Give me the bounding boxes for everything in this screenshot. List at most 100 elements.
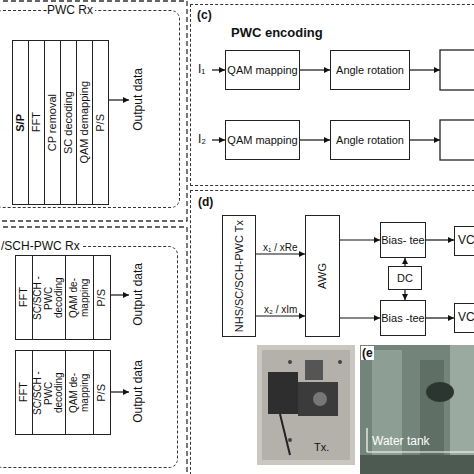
connector-line <box>300 139 330 140</box>
panel-frame <box>0 227 187 474</box>
connector-arrow <box>300 67 330 73</box>
connector-arrow <box>402 290 408 300</box>
process-cell: SC/SCH -PWC decoding <box>32 255 66 340</box>
box-label: QAM mapping <box>227 134 297 146</box>
vcsel-box: VC <box>454 303 474 333</box>
box-label: FFT <box>31 112 43 132</box>
arrow-head <box>448 315 454 321</box>
connector-arrow <box>300 137 330 143</box>
panel-label: (e <box>361 346 374 360</box>
box-label: QAM de-mapping <box>69 370 90 416</box>
connector-arrow <box>340 315 380 321</box>
connector-line <box>426 317 454 318</box>
group-heading: (d) <box>196 195 215 209</box>
bias-tee-box: Bias -tee <box>380 300 426 336</box>
process-cell: P/S <box>93 255 111 340</box>
connector-arrow <box>340 237 380 243</box>
box-label: FFT <box>18 287 30 307</box>
process-box: Angle rotation <box>330 50 410 90</box>
box-label: AWG <box>316 263 328 289</box>
receiver-group: -PWC RxS/PFFTCP removalSC decodingQAM de… <box>0 10 180 208</box>
vcsel-box: VC <box>454 226 474 256</box>
arrow-head <box>434 137 440 143</box>
box-label: QAM de-mapping <box>69 275 90 321</box>
photo-label: Tx. <box>314 441 329 453</box>
process-cell: FFT <box>28 40 45 205</box>
box-label: VC <box>458 311 474 324</box>
connector-line <box>300 69 330 70</box>
connector-line <box>340 317 380 318</box>
box-label: SC/SCH -PWC decoding <box>33 370 65 416</box>
process-cell: QAM demapping <box>76 40 93 205</box>
connector-line <box>256 253 305 254</box>
output-label: Output data <box>131 68 145 131</box>
process-cell: S/P <box>12 40 29 205</box>
arrow-head <box>123 389 129 395</box>
cropped-box <box>440 120 474 160</box>
process-cell: FFT <box>15 350 33 435</box>
arrow-head <box>299 251 305 257</box>
process-cell: QAM de-mapping <box>65 350 94 435</box>
arrow-head <box>299 313 305 319</box>
connector-line <box>404 258 405 266</box>
box-label: P/S <box>96 384 108 402</box>
signal-label: x₁ / xRe <box>263 242 298 253</box>
connector-line <box>426 239 454 240</box>
output-label: Output data <box>131 263 145 326</box>
connector-line <box>256 315 305 316</box>
box-label: FFT <box>18 382 30 402</box>
process-box: Angle rotation <box>330 120 410 160</box>
process-cell: QAM de-mapping <box>65 255 94 340</box>
panel-frame: (d) NHS/SC/SCH-PWC Tx AWG Bias- teeDC Bias -… <box>190 190 474 474</box>
box-label: P/S <box>95 114 107 132</box>
box-label: QAM mapping <box>227 64 297 76</box>
arrow-head <box>374 315 380 321</box>
cropped-box <box>440 50 474 90</box>
arrow-head <box>448 237 454 243</box>
water-tank-photo <box>360 345 474 474</box>
photo-label: Water tank <box>372 434 430 448</box>
box-label: VC <box>458 234 474 247</box>
arrow-head <box>123 292 129 298</box>
bias-tee-box: Bias- tee <box>380 222 426 258</box>
box-label: DC <box>397 272 413 284</box>
awg-box: AWG <box>305 215 340 337</box>
connector-line <box>340 239 380 240</box>
group-heading: /SCH-PWC Rx <box>0 239 82 253</box>
process-box: QAM mapping <box>225 50 300 90</box>
receiver-group: /SCH-PWC RxFFTSC/SCH -PWC decodingQAM de… <box>0 246 178 468</box>
panel-frame: (c)PWC encodingQAM mappingAngle rotation… <box>190 4 474 186</box>
panel-frame <box>0 1 187 221</box>
tx-photo <box>257 345 355 465</box>
arrow-head <box>374 237 380 243</box>
dc-box: DC <box>388 266 422 290</box>
box-label: SC decoding <box>63 91 75 154</box>
process-cell: CP removal <box>44 40 61 205</box>
group-heading: (c) <box>195 8 214 22</box>
connector-arrow <box>426 315 454 321</box>
box-label: SC/SCH -PWC decoding <box>33 275 65 321</box>
arrow-head <box>324 67 330 73</box>
process-cell: P/S <box>93 350 111 435</box>
group-heading: -PWC Rx <box>41 3 95 17</box>
input-label: I₂ <box>198 132 206 146</box>
arrow-head <box>402 258 408 264</box>
process-cell: SC decoding <box>60 40 77 205</box>
process-cell: SC/SCH -PWC decoding <box>32 350 66 435</box>
transmitter-box: NHS/SC/SCH-PWC Tx <box>222 215 256 337</box>
signal-label: x₂ / xIm <box>264 304 297 315</box>
group-heading: PWC encoding <box>229 25 325 40</box>
arrow-head <box>123 97 129 103</box>
connector-line <box>404 290 405 300</box>
box-label: Bias -tee <box>381 312 424 324</box>
box-label: Angle rotation <box>336 64 404 76</box>
box-label: NHS/SC/SCH-PWC Tx <box>233 220 245 332</box>
connector-arrow <box>402 258 408 266</box>
box-label: CP removal <box>47 94 59 151</box>
box-label: Angle rotation <box>336 134 404 146</box>
arrow-head <box>324 137 330 143</box>
connector-arrow <box>426 237 454 243</box>
arrow-head <box>434 67 440 73</box>
output-label: Output data <box>131 360 145 423</box>
input-label: I₁ <box>198 62 205 76</box>
